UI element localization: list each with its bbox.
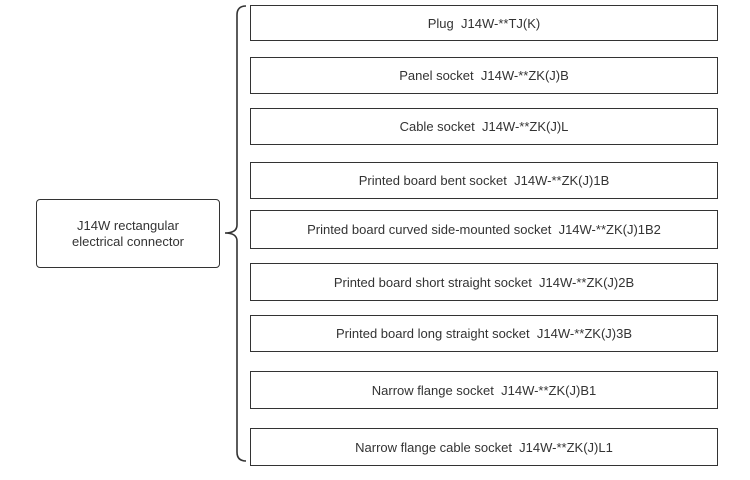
child-node-code: J14W-**ZK(J)B: [480, 68, 569, 83]
child-node: Panel socket J14W-**ZK(J)B: [250, 57, 718, 94]
child-node: Cable socket J14W-**ZK(J)L: [250, 108, 718, 145]
child-node-code: J14W-**ZK(J)2B: [539, 274, 635, 290]
child-node: Narrow flange cable socket J14W-**ZK(J)L…: [250, 428, 718, 466]
child-node-name: Printed board short straight socket: [333, 274, 532, 290]
brace-path: [224, 5, 247, 462]
child-node-name: Printed board curved side-mounted socket: [307, 222, 552, 237]
child-node-name: Printed board bent socket: [358, 173, 507, 188]
root-node-label-line2: electrical connector: [72, 233, 184, 249]
child-node-name: Narrow flange cable socket: [355, 439, 512, 455]
child-node-name: Printed board long straight socket: [335, 326, 530, 341]
child-node: Plug J14W-**TJ(K): [250, 5, 718, 41]
child-node: Narrow flange socket J14W-**ZK(J)B1: [250, 371, 718, 409]
child-node-code: J14W-**ZK(J)B1: [501, 382, 597, 398]
child-node: Printed board short straight socket J14W…: [250, 263, 718, 301]
child-node-name: Narrow flange socket: [371, 382, 494, 398]
child-node: Printed board long straight socket J14W-…: [250, 315, 718, 352]
child-node-name: Plug: [427, 15, 454, 31]
child-node-code: J14W-**ZK(J)L: [481, 119, 569, 134]
child-node-name: Cable socket: [399, 119, 475, 134]
child-node-code: J14W-**TJ(K): [461, 15, 541, 31]
child-node-name: Panel socket: [399, 68, 474, 83]
root-node-label-line1: J14W rectangular: [77, 217, 179, 233]
child-node: Printed board bent socket J14W-**ZK(J)1B: [250, 162, 718, 199]
child-node-code: J14W-**ZK(J)L1: [519, 439, 613, 455]
child-node-code: J14W-**ZK(J)1B2: [558, 222, 661, 237]
root-node: J14W rectangular electrical connector: [36, 199, 220, 268]
child-node-code: J14W-**ZK(J)3B: [536, 326, 633, 341]
child-node-code: J14W-**ZK(J)1B: [514, 173, 610, 188]
child-node: Printed board curved side-mounted socket…: [250, 210, 718, 249]
